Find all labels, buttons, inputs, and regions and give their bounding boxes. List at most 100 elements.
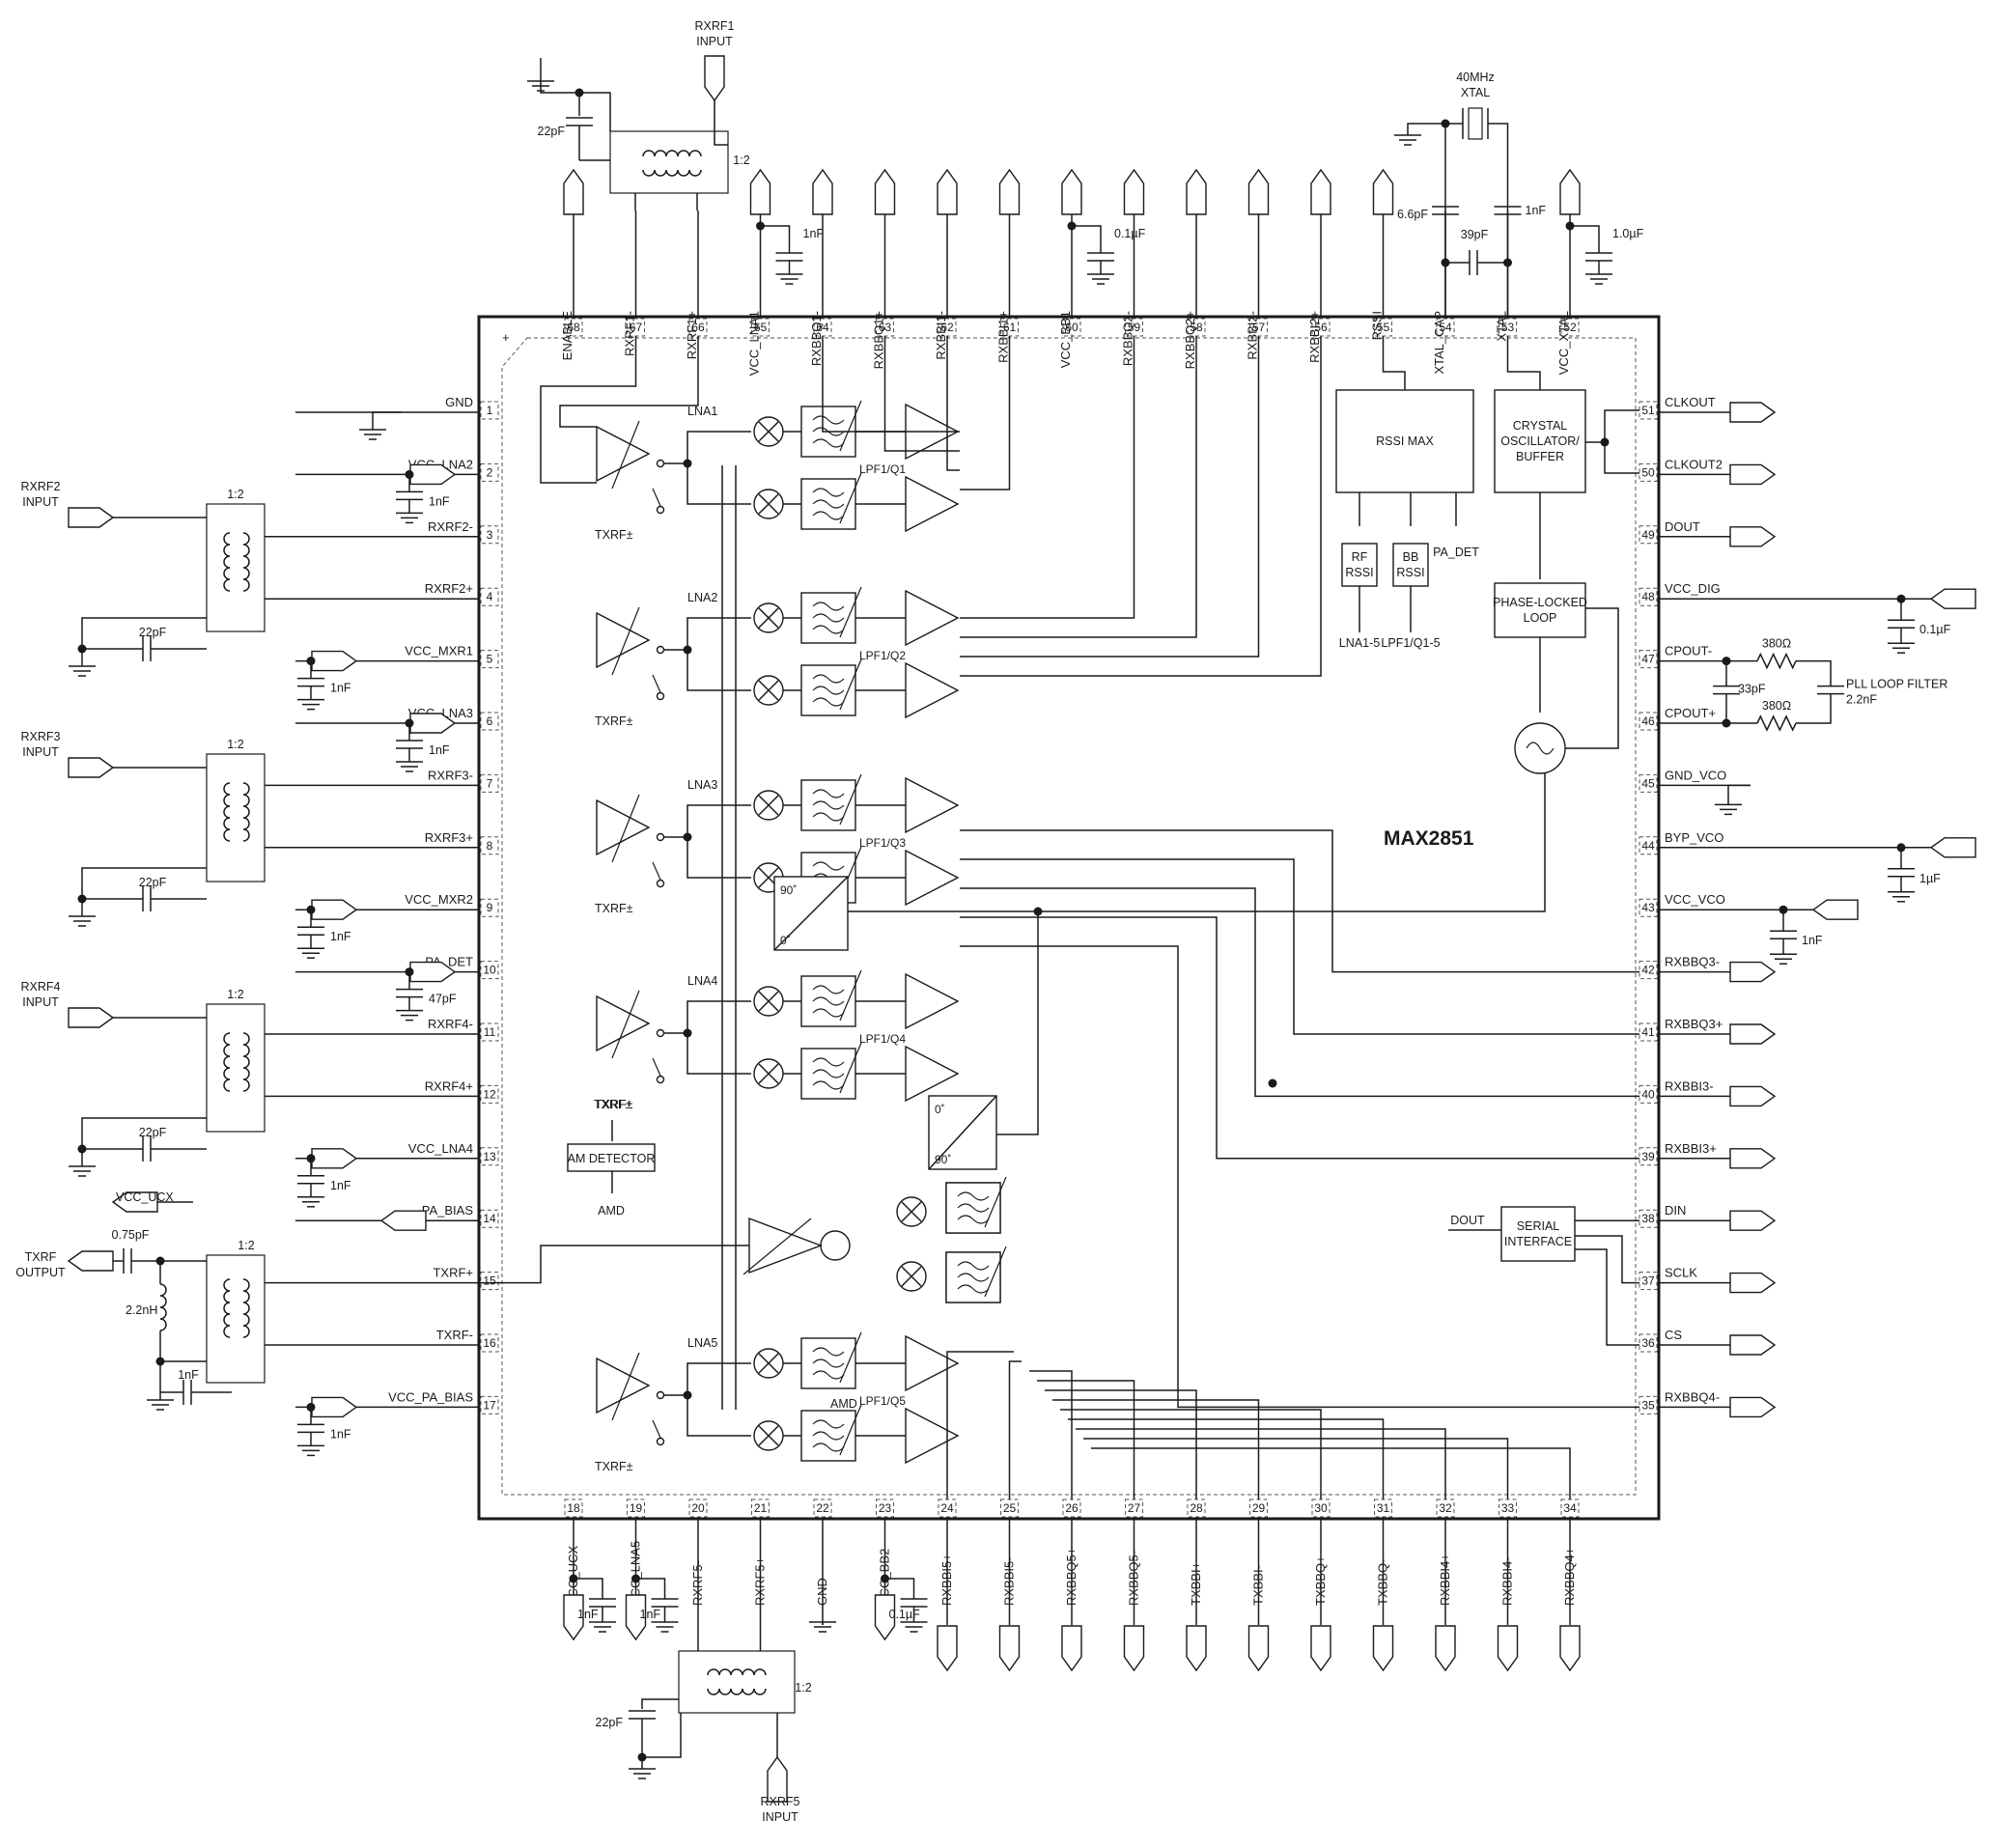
pin-name: RXBBQ1+ <box>872 311 886 369</box>
pin-name: SCLK <box>1665 1266 1697 1280</box>
wire <box>1060 1409 1322 1499</box>
pin-number: 47 <box>1641 653 1655 666</box>
am-detector-box <box>567 1143 656 1172</box>
port-label: OUTPUT <box>15 1266 66 1279</box>
pin-name: RXRF4+ <box>425 1078 473 1093</box>
lowpass-filter <box>800 1404 862 1462</box>
rx-phase-splitter: 90˚0˚ <box>773 876 849 951</box>
capacitor-symbol <box>142 886 152 911</box>
port-label: RXRF4 <box>21 980 61 994</box>
cap-value: 1µF <box>1919 872 1941 885</box>
tuning-arrow <box>839 1042 862 1094</box>
pin-number: 39 <box>1641 1150 1655 1163</box>
wire <box>960 916 1639 1160</box>
resistor-symbol <box>1756 714 1797 732</box>
gain-arrow <box>611 1352 640 1421</box>
wire <box>1052 1399 1260 1499</box>
pin-name: CLKOUT2 <box>1665 457 1723 471</box>
pin-number: 52 <box>1563 321 1577 334</box>
cap-value: 22pF <box>538 125 566 138</box>
filter-wave <box>957 1273 990 1282</box>
wire <box>686 1395 751 1437</box>
capacitor-symbol <box>142 636 152 661</box>
txrf-label: TXRF± <box>594 1098 632 1111</box>
filter-wave <box>812 613 845 623</box>
port-label: TXRF <box>25 1250 57 1264</box>
port-label: INPUT <box>762 1810 798 1824</box>
ground-symbol <box>900 1621 928 1633</box>
cap-value: 0.75pF <box>112 1228 150 1242</box>
port-label: INPUT <box>22 745 59 759</box>
wire <box>1488 123 1509 317</box>
capacitor-symbol <box>297 1423 324 1434</box>
amd-label: AMD <box>830 1397 857 1411</box>
pin-pad <box>751 318 770 337</box>
cap-value: 39pF <box>1461 228 1489 241</box>
pin-number: 51 <box>1641 404 1655 417</box>
capacitor-symbol <box>396 740 423 749</box>
mixer <box>753 489 784 519</box>
pin-pad <box>1639 1147 1658 1166</box>
wire <box>1506 336 1541 390</box>
filter-wave <box>812 1347 845 1357</box>
switch-arm <box>652 674 661 693</box>
port-label: RXRF1 <box>695 19 735 33</box>
switch-contact <box>656 832 665 842</box>
phase-diagonal <box>773 876 849 951</box>
pin-port <box>1247 168 1270 215</box>
filter-wave <box>812 861 845 871</box>
rf-rssi-text: RF <box>1352 550 1368 564</box>
pin-port <box>1729 1023 1777 1045</box>
pin-number: 36 <box>1641 1336 1655 1350</box>
wire <box>686 1000 751 1033</box>
wire <box>1045 1389 1197 1499</box>
mixer-cross <box>758 1425 779 1446</box>
pin-port <box>1729 1210 1777 1231</box>
pin-number: 2 <box>487 465 493 479</box>
pin-pad <box>1639 1395 1658 1414</box>
cap-value: 1nF <box>330 1179 351 1192</box>
wire <box>1076 1428 1446 1499</box>
amd-label: AMD <box>598 1204 625 1218</box>
filter-wave <box>812 1419 845 1429</box>
pin-number: 42 <box>1641 964 1655 977</box>
pin-port <box>1729 463 1777 486</box>
pin-name: ENABLE <box>560 311 574 361</box>
pin-pad <box>1639 773 1658 793</box>
wire <box>1444 123 1463 317</box>
filter-wave <box>957 1284 990 1294</box>
filter-wave <box>812 1431 845 1441</box>
crystal-oscillator-text: CRYSTAL <box>1513 419 1568 433</box>
internal-blocks: TXRF±LNA1LPF1/Q1TXRF±LNA2LPF1/Q2TXRF±LNA… <box>479 336 1639 1499</box>
pin-pad <box>480 836 499 855</box>
ground-symbol <box>809 1621 836 1633</box>
wire <box>540 336 637 484</box>
power-port <box>409 713 457 734</box>
wire <box>686 804 751 837</box>
filter-wave <box>957 1203 990 1213</box>
cap-lead <box>1570 225 1600 253</box>
ground-symbol <box>147 1399 174 1411</box>
cap-value: 47pF <box>429 993 457 1006</box>
wire <box>960 336 1011 490</box>
filter-wave <box>812 1080 845 1090</box>
filter-wave <box>957 1261 990 1271</box>
wire <box>686 650 751 691</box>
rssi-max-box <box>1335 389 1474 493</box>
balun-frame <box>609 130 729 194</box>
mixer <box>896 1196 927 1227</box>
pin-pad <box>480 898 499 917</box>
serial-interface-text: SERIAL <box>1517 1219 1560 1233</box>
pin-name: RXBBI2- <box>1246 311 1260 360</box>
ground-symbol <box>1087 273 1114 285</box>
